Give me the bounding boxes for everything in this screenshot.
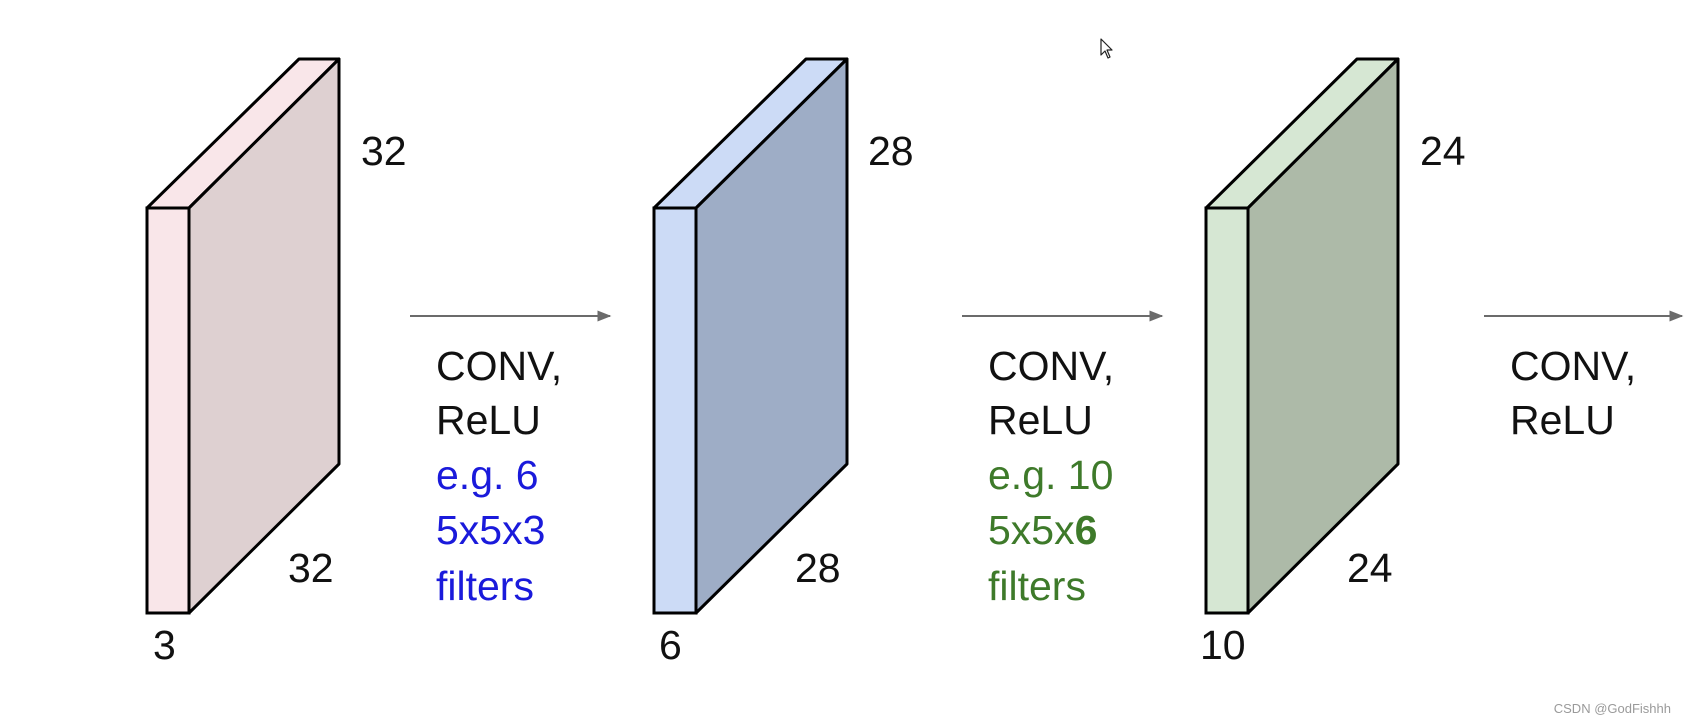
op1-detail-line2-prefix: 5x5x3 — [436, 507, 545, 553]
op2-detail-line3: filters — [988, 563, 1086, 609]
op3-line2: ReLU — [1510, 397, 1615, 443]
op1-line1: CONV, — [436, 343, 562, 389]
op3-line1: CONV, — [1510, 343, 1636, 389]
op2-detail-line2: 5x5x6 — [988, 507, 1097, 553]
conv1-depth-label: 6 — [659, 622, 682, 668]
input-depth-label: 3 — [153, 622, 176, 668]
op2-detail-line1: e.g. 10 — [988, 452, 1113, 498]
input-volume-front-face — [145, 206, 191, 615]
conv1-volume-side-face — [694, 57, 849, 615]
operation-3: CONV, ReLU — [1510, 343, 1636, 443]
op2-line1: CONV, — [988, 343, 1114, 389]
op1-detail-line2: 5x5x3 — [436, 507, 545, 553]
conv2-volume: 24 24 10 — [1200, 57, 1466, 668]
op1-detail-line1: e.g. 6 — [436, 452, 539, 498]
operation-1: CONV, ReLU e.g. 6 5x5x3 filters — [436, 343, 562, 609]
conv1-volume-front-face — [652, 206, 698, 615]
input-width-label: 32 — [288, 545, 334, 591]
conv2-width-label: 24 — [1347, 545, 1393, 591]
conv2-height-label: 24 — [1420, 128, 1466, 174]
op2-detail-line2-bold: 6 — [1075, 507, 1098, 553]
watermark: CSDN @GodFishhh — [1553, 701, 1671, 716]
op1-detail-line3: filters — [436, 563, 534, 609]
input-volume: 32 32 3 — [145, 57, 407, 668]
mouse-pointer-icon — [1100, 38, 1113, 59]
conv2-depth-label: 10 — [1200, 622, 1246, 668]
operation-2: CONV, ReLU e.g. 10 5x5x6 filters — [988, 343, 1114, 609]
input-height-label: 32 — [361, 128, 407, 174]
conv2-volume-side-face — [1246, 57, 1400, 615]
conv1-width-label: 28 — [795, 545, 841, 591]
op2-detail-line2-prefix: 5x5x — [988, 507, 1075, 553]
conv1-volume: 28 28 6 — [652, 57, 914, 668]
op1-line2: ReLU — [436, 397, 541, 443]
op2-line2: ReLU — [988, 397, 1093, 443]
input-volume-side-face — [187, 57, 341, 615]
conv1-height-label: 28 — [868, 128, 914, 174]
conv2-volume-front-face — [1204, 206, 1250, 615]
